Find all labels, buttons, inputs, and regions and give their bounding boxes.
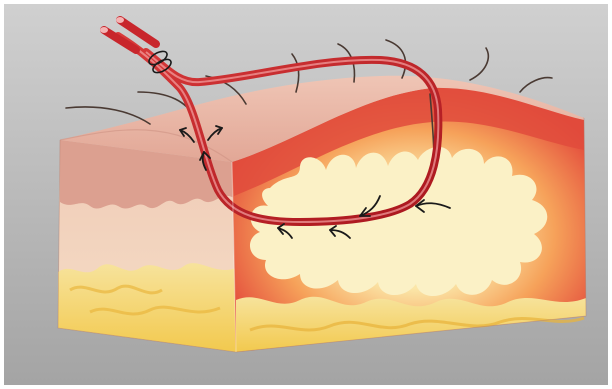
tube-opening — [100, 27, 108, 33]
tube-opening — [116, 17, 124, 23]
